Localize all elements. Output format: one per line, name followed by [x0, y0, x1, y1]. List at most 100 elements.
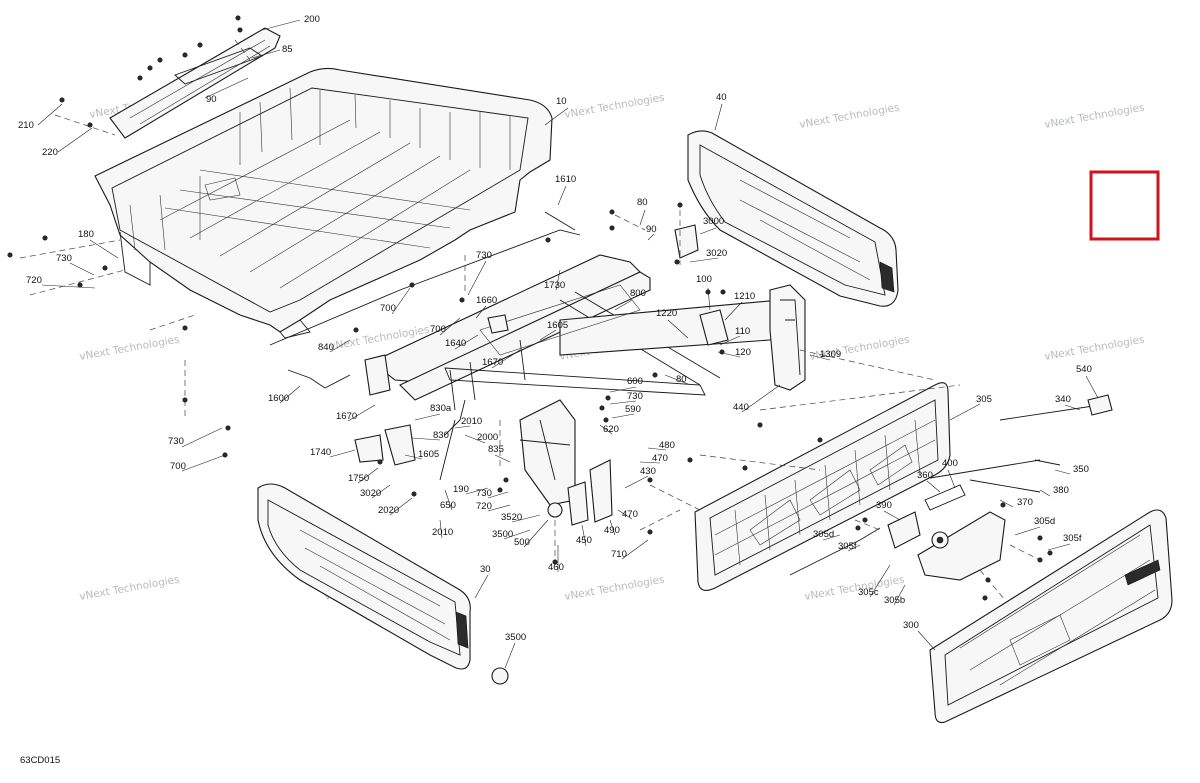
- leader-line: [439, 519, 443, 539]
- part-label-710: 710: [611, 549, 627, 560]
- leader-line: [893, 584, 906, 606]
- part-label-305: 305: [976, 394, 992, 405]
- leader-line: [544, 107, 569, 126]
- leader-line: [1014, 526, 1041, 536]
- part-label-700: 700: [380, 303, 396, 314]
- part-label-100: 100: [696, 274, 712, 285]
- part-label-3520: 3520: [501, 512, 522, 523]
- part-label-200: 200: [304, 14, 320, 25]
- part-label-720: 720: [476, 501, 492, 512]
- fasteners: [7, 15, 1053, 601]
- leader-line: [279, 385, 301, 404]
- part-label-305f: 305f: [1063, 533, 1082, 544]
- leader-line: [404, 454, 423, 460]
- leader-line: [444, 489, 453, 511]
- part-label-120: 120: [735, 347, 751, 358]
- leader-line: [474, 574, 489, 599]
- part-label-350: 350: [1073, 464, 1089, 475]
- leader-line: [389, 497, 413, 516]
- part-label-305b: 305b: [884, 595, 905, 606]
- part-label-1610: 1610: [555, 174, 576, 185]
- screw: [235, 15, 241, 21]
- leader-line: [639, 209, 646, 226]
- part-label-305d: 305d: [1034, 516, 1055, 527]
- leader-line: [557, 185, 567, 206]
- leader-line: [667, 319, 689, 339]
- part-label-2020: 2020: [378, 505, 399, 516]
- part-label-40: 40: [716, 92, 727, 103]
- leader-line: [464, 434, 486, 444]
- leader-line: [391, 287, 411, 315]
- screw: [855, 525, 861, 531]
- screw: [687, 457, 693, 463]
- screw: [1037, 535, 1043, 541]
- leader-line: [329, 339, 351, 353]
- part-label-730: 730: [56, 253, 72, 264]
- screw: [353, 327, 359, 333]
- watermark-text: vNext Technologies: [78, 334, 180, 363]
- screw: [182, 397, 188, 403]
- part-label-650: 650: [440, 500, 456, 511]
- leader-line: [555, 269, 561, 291]
- screw: [503, 477, 509, 483]
- leader-line: [609, 519, 616, 536]
- latch-assembly: [887, 484, 1006, 581]
- leader-line: [822, 534, 841, 541]
- leader-line: [491, 349, 521, 369]
- leader-line: [647, 447, 667, 451]
- screw: [459, 297, 465, 303]
- part-label-720: 720: [26, 275, 42, 286]
- screw: [677, 202, 683, 208]
- leader-line: [503, 529, 531, 540]
- screw: [157, 57, 163, 63]
- part-label-10: 10: [556, 96, 567, 107]
- part-label-305f: 305f: [838, 541, 857, 552]
- leader-line: [494, 454, 511, 463]
- part-label-450: 450: [576, 535, 592, 546]
- part-label-90: 90: [206, 94, 217, 105]
- part-label-1605: 1605: [547, 320, 568, 331]
- leader-line: [609, 400, 637, 405]
- screw: [982, 595, 988, 601]
- part-label-2010: 2010: [432, 527, 453, 538]
- leader-line: [624, 475, 649, 489]
- small-brackets: [354, 224, 1113, 526]
- part-label-300: 300: [903, 620, 919, 631]
- screw: [147, 65, 153, 71]
- leader-line: [614, 299, 633, 311]
- part-label-830a: 830a: [430, 403, 452, 414]
- leader-line: [617, 509, 633, 520]
- leader-line: [539, 329, 557, 341]
- part-label-1740: 1740: [310, 447, 331, 458]
- part-label-440: 440: [733, 402, 749, 413]
- part-label-30: 30: [480, 564, 491, 575]
- part-label-1600: 1600: [268, 393, 289, 404]
- leader-line: [847, 544, 861, 552]
- part-label-830: 830: [433, 430, 449, 441]
- leader-line: [69, 262, 95, 276]
- part-label-80: 80: [637, 197, 648, 208]
- highlight-box: [1089, 170, 1160, 241]
- screw: [599, 405, 605, 411]
- screw: [102, 265, 108, 271]
- leader-line: [371, 484, 391, 499]
- part-label-730: 730: [168, 436, 184, 447]
- part-label-400: 400: [942, 458, 958, 469]
- leader-line: [581, 524, 587, 547]
- leader-line: [883, 510, 901, 521]
- leader-line: [926, 480, 941, 493]
- leader-line: [609, 386, 637, 393]
- part-label-3000: 3000: [703, 216, 724, 227]
- part-label-590: 590: [625, 404, 641, 415]
- leader-line: [719, 335, 741, 346]
- screw: [137, 75, 143, 81]
- leader-line: [37, 103, 63, 126]
- label-leaders: [37, 19, 1099, 669]
- screw: [545, 237, 551, 243]
- screw: [182, 325, 188, 331]
- part-label-540: 540: [1076, 364, 1092, 375]
- watermark-text: vNext Technologies: [1043, 102, 1145, 131]
- leader-line: [467, 260, 487, 296]
- leader-line: [689, 257, 719, 263]
